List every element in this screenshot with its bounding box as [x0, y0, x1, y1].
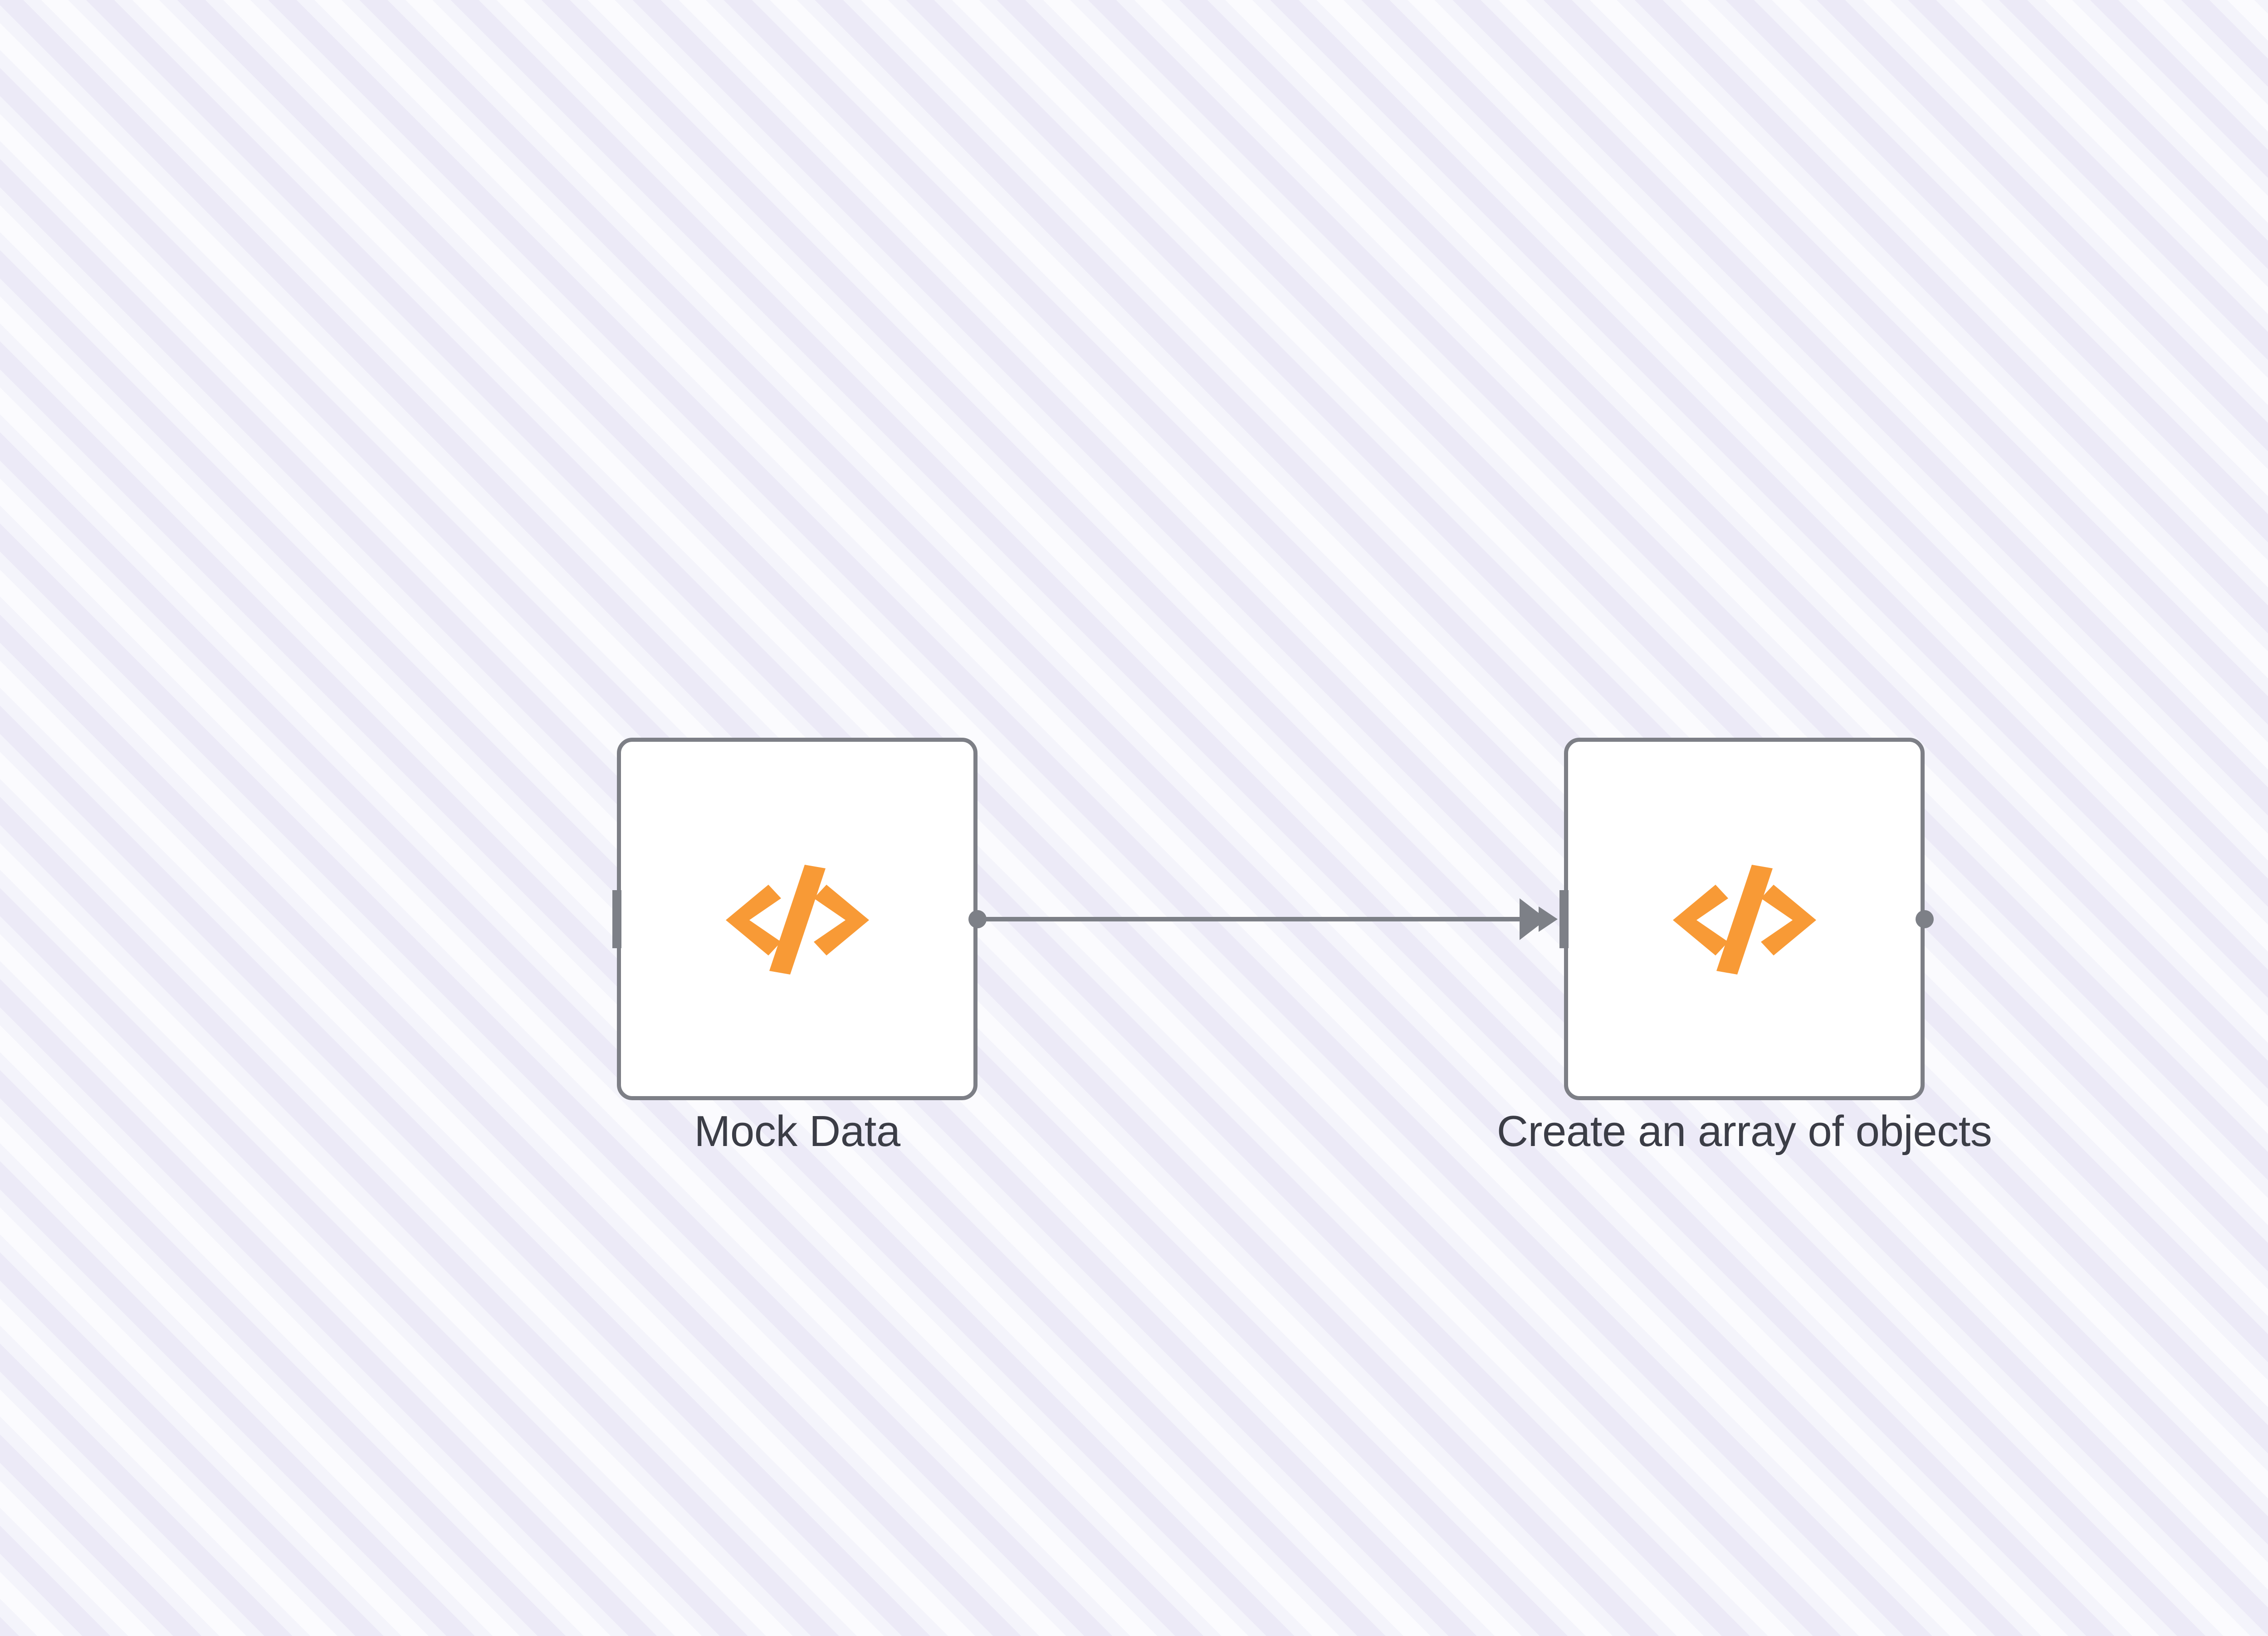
node-create-an-array-of-objects[interactable]: Create an array of objects: [1497, 738, 1992, 1154]
arrow-head-triangle-body: [1520, 898, 1547, 940]
target-handle-rect[interactable]: [612, 890, 621, 948]
source-handle-circle[interactable]: [968, 910, 987, 928]
node-label: Mock Data: [694, 1107, 900, 1156]
node-body[interactable]: [612, 738, 987, 1100]
arrow-head-triangle: [1539, 906, 1558, 932]
code-brackets-icon: [1672, 864, 1816, 975]
target-handle-rect[interactable]: [1559, 890, 1569, 948]
node-label: Create an array of objects: [1496, 1107, 1992, 1156]
node-body[interactable]: [1559, 738, 1934, 1100]
source-handle-circle[interactable]: [1916, 910, 1934, 928]
edge-mock-data-to-create-an-array-of-objects[interactable]: [984, 898, 1558, 940]
node-mock-data[interactable]: Mock Data: [612, 738, 987, 1154]
code-brackets-icon: [725, 864, 869, 975]
